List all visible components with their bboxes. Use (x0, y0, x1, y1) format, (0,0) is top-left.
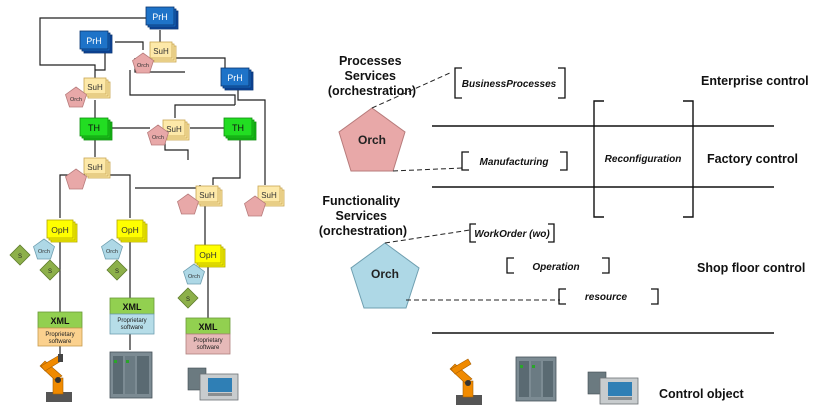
suh-holon-6[interactable]: SuH (244, 185, 285, 217)
layer-separators (432, 125, 774, 334)
functionality-services-heading: Functionality Services (orchestration) (319, 194, 407, 238)
factory-control-label: Factory control (707, 152, 798, 166)
th-holon-right[interactable]: TH (223, 117, 257, 141)
suh-label: SuH (87, 163, 103, 172)
reconfiguration-box (593, 100, 694, 218)
oph-label: OpH (51, 225, 68, 235)
suh-holon-4[interactable]: SuH (65, 157, 111, 190)
suh-holon-2[interactable]: SuH Orch (65, 77, 111, 108)
prh-holon-top[interactable]: PrH (145, 6, 179, 30)
functionality-line-3: (orchestration) (319, 224, 407, 238)
prh-label: PrH (227, 73, 243, 83)
orch-pentagon-bottom: Orch (350, 242, 420, 309)
oph-label: OpH (121, 225, 138, 235)
suh-label: SuH (87, 83, 103, 92)
suh-holon-1[interactable]: SuH Orch (132, 41, 177, 74)
processes-line-2: Services (345, 69, 396, 83)
orch-top-label: Orch (358, 133, 386, 147)
xml-label: XML (123, 302, 143, 312)
dashed-connectors-bottom (384, 229, 560, 301)
drive-module-icon (587, 371, 639, 405)
th-holon-left[interactable]: TH (79, 117, 113, 141)
operation-label: Operation (532, 262, 579, 273)
suh-label: SuH (199, 191, 215, 200)
orch-label: Orch (152, 135, 164, 141)
processes-line-3: (orchestration) (328, 84, 416, 98)
functionality-line-2: Services (336, 209, 387, 223)
th-label: TH (232, 123, 244, 133)
operation-box (506, 257, 610, 274)
robot-arm-icon (449, 358, 482, 405)
th-label: TH (88, 123, 100, 133)
suh-holon-5[interactable]: SuH (177, 185, 223, 215)
orch-label: Orch (70, 97, 82, 103)
plc-controller-icon (515, 356, 557, 402)
xml-label: XML (51, 316, 71, 326)
plc-controller-icon (109, 351, 153, 399)
reconfiguration-label: Reconfiguration (605, 154, 682, 165)
orch-label: Orch (38, 249, 50, 255)
drive-module-icon (187, 367, 239, 401)
prh-label: PrH (152, 12, 168, 22)
manufacturing-box (461, 151, 568, 171)
oph-holon-2[interactable]: OpH Orch S (101, 219, 148, 281)
orch-pentagon-top: Orch (338, 107, 406, 172)
processes-line-1: Processes (339, 54, 402, 68)
oph-holon-1[interactable]: OpH Orch S S (9, 219, 78, 281)
orch-label: Orch (188, 274, 200, 280)
oph-label: OpH (199, 250, 216, 260)
business-processes-box (454, 67, 566, 99)
shop-floor-control-label: Shop floor control (697, 261, 805, 275)
business-processes-label: BusinessProcesses (462, 79, 557, 90)
functionality-line-1: Functionality (322, 194, 400, 208)
control-object-label: Control object (659, 387, 745, 401)
s-label: S (115, 269, 119, 275)
orch-bottom-label: Orch (371, 267, 399, 281)
orch-label: Orch (137, 63, 149, 69)
orch-label: Orch (106, 249, 118, 255)
suh-holon-3[interactable]: SuH Orch (147, 119, 190, 146)
s-label: S (186, 297, 190, 303)
prh-label: PrH (86, 36, 102, 46)
s-label: S (48, 269, 52, 275)
oph-holon-3[interactable]: OpH Orch S (177, 244, 226, 309)
suh-label: SuH (153, 47, 169, 56)
work-order-label: WorkOrder (wo) (474, 229, 550, 240)
suh-label: SuH (166, 125, 182, 134)
suh-label: SuH (261, 191, 277, 200)
s-label: S (18, 254, 22, 260)
resource-label: resource (585, 292, 628, 303)
robot-arm-icon (39, 354, 72, 402)
xml-label: XML (199, 322, 219, 332)
resource-box (558, 288, 659, 305)
prh-holon-right[interactable]: PrH (220, 67, 254, 91)
enterprise-control-label: Enterprise control (701, 74, 809, 88)
prh-holon-left[interactable]: PrH (79, 30, 113, 54)
work-order-box (469, 223, 555, 243)
dashed-connectors-top (371, 71, 463, 172)
processes-services-heading: Processes Services (orchestration) (328, 54, 416, 98)
manufacturing-label: Manufacturing (480, 157, 549, 168)
